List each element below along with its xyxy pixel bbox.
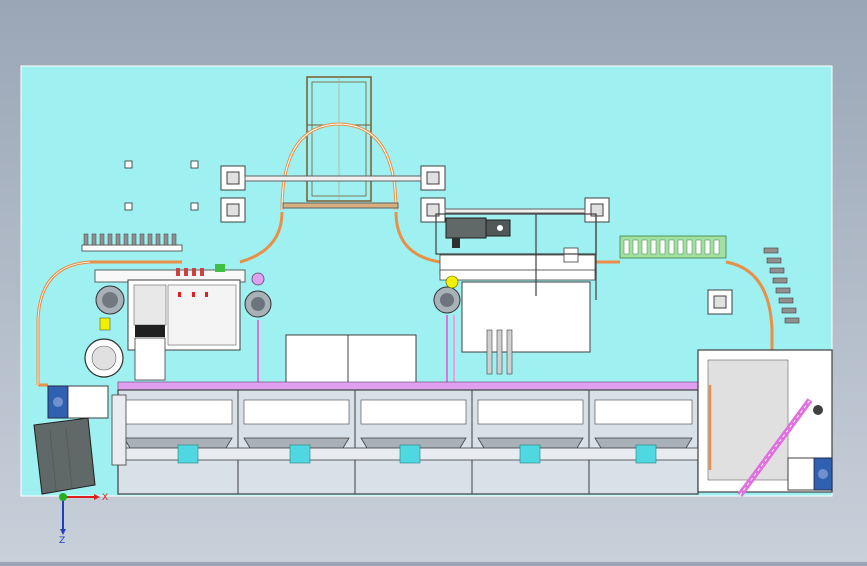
left-nozzle-manifold — [81, 233, 183, 252]
reference-markers — [124, 160, 199, 211]
bottom-transfer-pipe — [119, 444, 761, 464]
left-header-pipe — [111, 394, 127, 466]
coordinate-triad — [59, 493, 100, 535]
right-washer-unit — [433, 247, 596, 375]
right-nozzle-manifold — [619, 235, 727, 259]
z-axis-label: Z — [59, 536, 65, 546]
tray-covers — [123, 399, 693, 425]
left-pump-housings — [244, 272, 272, 318]
exit-section — [697, 349, 833, 497]
diagonal-nozzle-column — [763, 247, 800, 324]
upper-rails — [244, 175, 586, 214]
x-axis-label: X — [102, 493, 108, 503]
left-washer-unit — [84, 264, 246, 381]
drive-motor — [445, 217, 511, 248]
right-support-frame — [435, 213, 597, 300]
left-pump-box — [47, 385, 109, 419]
discharge-chute — [33, 417, 96, 495]
central-tanks — [285, 334, 417, 386]
upper-mount-blocks — [220, 165, 733, 315]
